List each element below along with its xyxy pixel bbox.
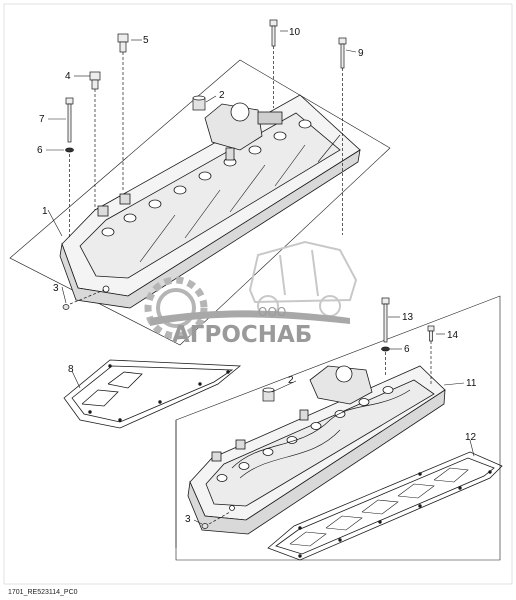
part-10-bolt [269,19,278,108]
part-2-bushing-top [192,95,206,111]
callout-9: 9 [358,48,364,59]
part-13-bolt [381,297,390,376]
callout-11: 11 [466,378,477,389]
callout-14: 14 [447,330,459,341]
assembly-boundary-upper [9,59,391,346]
part-9-bolt [338,37,347,235]
callout-13: 13 [402,312,414,323]
callout-5: 5 [143,35,149,46]
part-3-plug-bottom [201,511,231,529]
upper-cylinder-head-assembly [9,59,391,346]
callout-4: 4 [65,71,71,82]
lower-cylinder-head-assembly [175,295,501,561]
part-7-bolt [65,97,74,238]
part-4-sensor [89,71,101,210]
callout-3-bottom: 3 [185,514,191,525]
drawing-id-caption: 1701_RE523114_PC0 [8,589,78,596]
callout-1: 1 [42,206,48,217]
callout-6-top: 6 [37,145,43,156]
callout-2-bottom: 2 [288,375,294,386]
callout-leaders [46,30,475,525]
agrosnab-watermark: ООО АГРОСНАБ [144,240,358,348]
callout-8: 8 [68,364,74,375]
callout-12: 12 [465,432,477,443]
callout-7: 7 [39,114,45,125]
callout-6-bottom: 6 [404,344,410,355]
part-14-bolt [427,325,435,384]
watermark-brand-text: АГРОСНАБ [172,322,312,348]
gear-icon [144,276,208,340]
diagram-frame [3,3,513,585]
callout-3-top: 3 [53,283,59,294]
callout-2-top: 2 [219,90,225,101]
part-12-gasket [267,451,503,561]
part-8-gasket [63,359,242,429]
part-2-bushing-bottom [262,387,275,402]
part-3-plug-top [62,289,105,310]
callout-10: 10 [289,27,301,38]
part-5-sensor [117,33,129,192]
watermark-small-text: ООО [258,305,286,319]
